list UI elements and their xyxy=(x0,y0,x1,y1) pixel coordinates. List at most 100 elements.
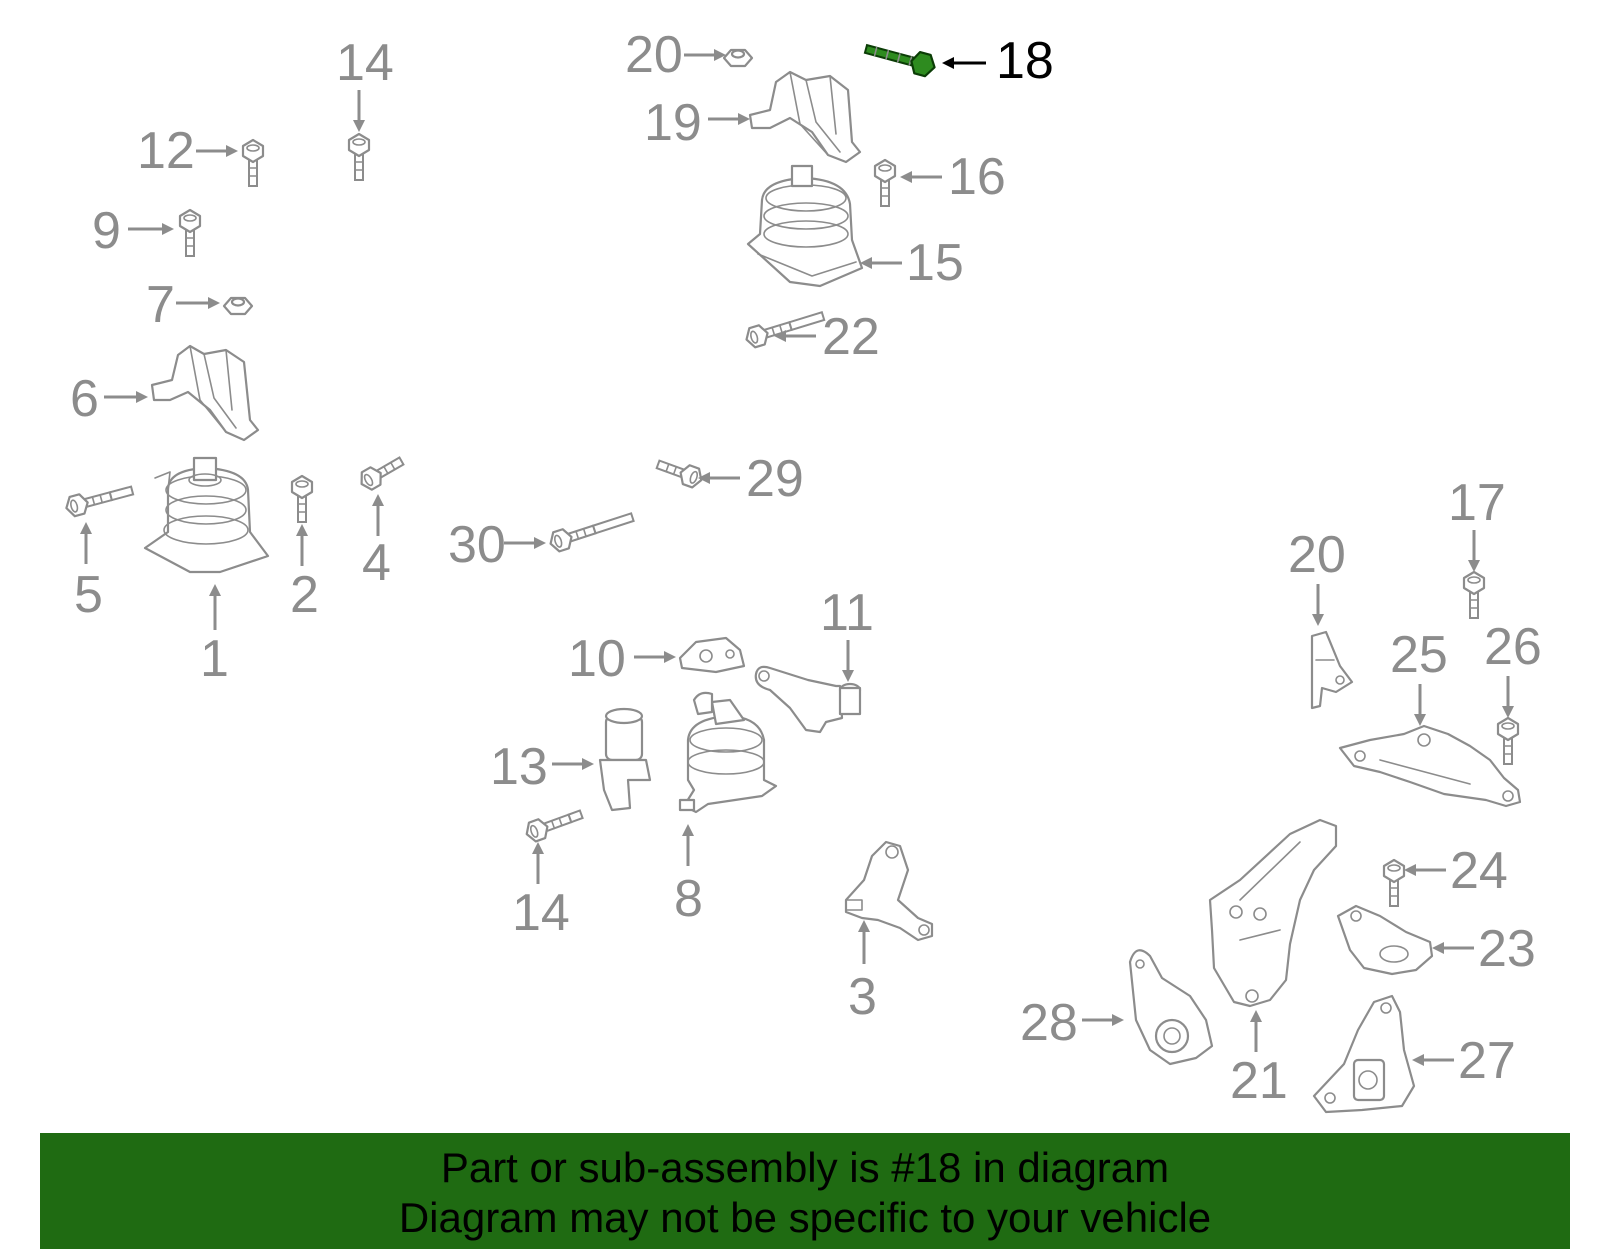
callout-13[interactable]: 13 xyxy=(490,738,594,796)
part-29-mount xyxy=(1128,949,1214,1066)
part-20-bracket xyxy=(1310,630,1354,710)
svg-text:14: 14 xyxy=(512,884,570,942)
callout-9[interactable]: 9 xyxy=(92,202,174,260)
svg-text:7: 7 xyxy=(146,276,175,334)
svg-text:11: 11 xyxy=(820,584,874,642)
callout-16[interactable]: 16 xyxy=(900,148,1006,206)
svg-text:18: 18 xyxy=(996,32,1054,90)
callout-8[interactable]: 8 xyxy=(674,824,703,928)
callout-28[interactable]: 27 xyxy=(1412,1032,1516,1090)
part-24-mount xyxy=(1336,904,1434,976)
part-3-bracket xyxy=(844,840,934,942)
part-10-bracket xyxy=(678,636,746,674)
part-12-bolt xyxy=(241,138,265,188)
svg-text:9: 9 xyxy=(92,202,121,260)
svg-text:20: 20 xyxy=(625,26,683,84)
part-4-bolt xyxy=(355,451,408,494)
part-2-bolt xyxy=(290,474,314,524)
callout-14-lower[interactable]: 14 xyxy=(512,842,570,942)
part-14-bolt-lower xyxy=(522,807,584,845)
svg-text:21: 21 xyxy=(1230,1052,1288,1110)
svg-text:17: 17 xyxy=(1448,474,1506,532)
svg-text:23: 23 xyxy=(1478,920,1536,978)
part-30-bolt xyxy=(653,453,706,491)
part-14-bolt-top xyxy=(347,132,371,182)
callout-17[interactable]: 17 xyxy=(1448,474,1506,572)
callout-6[interactable]: 6 xyxy=(70,370,148,428)
callout-2[interactable]: 2 xyxy=(290,524,319,624)
callout-20[interactable]: 19 20 xyxy=(1288,526,1346,626)
svg-text:14: 14 xyxy=(336,34,394,92)
callout-4[interactable]: 4 xyxy=(362,494,391,592)
svg-text:25: 25 xyxy=(1390,626,1448,684)
callout-15[interactable]: 15 xyxy=(860,234,964,292)
svg-text:8: 8 xyxy=(674,870,703,928)
svg-text:29: 29 xyxy=(746,450,804,508)
callout-1[interactable]: 1 xyxy=(200,584,229,688)
callout-7[interactable]: 7 xyxy=(146,276,220,334)
callout-30[interactable]: 29 xyxy=(698,450,804,508)
part-7-nut xyxy=(222,296,254,316)
banner-line-1: Part or sub-assembly is #18 in diagram xyxy=(440,1144,1170,1191)
callout-3[interactable]: 3 xyxy=(848,920,877,1026)
callout-18[interactable]: 18 xyxy=(942,32,1054,90)
part-26-bracket xyxy=(1338,724,1522,808)
svg-text:20: 20 xyxy=(1288,526,1346,584)
part-31-bolt xyxy=(546,512,635,555)
part-1-engine-mount xyxy=(143,456,270,574)
callout-26[interactable]: 25 xyxy=(1390,626,1448,726)
svg-text:15: 15 xyxy=(906,234,964,292)
part-13-mount xyxy=(598,707,652,812)
part-25-bolt xyxy=(1382,858,1406,908)
callout-22[interactable]: 21 xyxy=(1230,1010,1288,1110)
info-banner: Part or sub-assembly is #18 in diagram D… xyxy=(40,1133,1570,1249)
svg-text:13: 13 xyxy=(490,738,548,796)
callout-25[interactable]: 24 xyxy=(1404,842,1508,900)
svg-text:19: 19 xyxy=(644,94,702,152)
part-18-bolt[interactable] xyxy=(863,38,937,78)
svg-text:27: 27 xyxy=(1458,1032,1516,1090)
callout-12[interactable]: 12 xyxy=(137,122,238,180)
part-11-torque-rod xyxy=(754,665,862,734)
part-16-bolt xyxy=(873,158,897,208)
svg-text:6: 6 xyxy=(70,370,99,428)
svg-text:28: 28 xyxy=(1020,994,1078,1052)
callout-24[interactable]: 23 xyxy=(1432,920,1536,978)
callout-10[interactable]: 10 xyxy=(568,630,676,688)
svg-text:30: 30 xyxy=(448,516,506,574)
part-8-engine-mount xyxy=(678,691,778,814)
part-19-bracket xyxy=(748,70,862,164)
svg-text:1: 1 xyxy=(200,630,229,688)
part-15-engine-mount xyxy=(746,164,864,288)
svg-text:16: 16 xyxy=(948,148,1006,206)
callout-31[interactable]: 30 xyxy=(448,516,546,574)
part-5-bolt xyxy=(62,485,135,519)
svg-text:5: 5 xyxy=(74,566,103,624)
part-6-bracket xyxy=(150,344,260,442)
parts-diagram: 14 12 9 7 6 xyxy=(62,26,1542,1114)
svg-text:26: 26 xyxy=(1484,618,1542,676)
callout-11[interactable]: 11 xyxy=(820,584,874,682)
part-22-bracket xyxy=(1208,818,1338,1008)
part-23-bolt xyxy=(742,311,826,351)
svg-text:10: 10 xyxy=(568,630,626,688)
svg-text:22: 22 xyxy=(822,308,880,366)
svg-text:3: 3 xyxy=(848,968,877,1026)
part-17-bolt xyxy=(1462,570,1486,620)
callout-14-top[interactable]: 14 xyxy=(336,34,394,132)
part-27-bolt xyxy=(1496,716,1520,766)
part-21-nut xyxy=(722,48,754,68)
callout-21[interactable]: 20 xyxy=(625,26,726,84)
svg-text:24: 24 xyxy=(1450,842,1508,900)
callout-29[interactable]: 28 xyxy=(1020,994,1124,1052)
banner-line-2: Diagram may not be specific to your vehi… xyxy=(398,1194,1212,1241)
part-28-mount xyxy=(1312,994,1416,1114)
callout-19[interactable]: 19 xyxy=(644,94,750,152)
callout-5[interactable]: 5 xyxy=(74,522,103,624)
callout-23[interactable]: 22 xyxy=(774,308,880,366)
svg-text:12: 12 xyxy=(137,122,195,180)
callout-27[interactable]: 26 xyxy=(1484,618,1542,718)
svg-text:2: 2 xyxy=(290,566,319,624)
part-9-bolt xyxy=(178,208,202,258)
svg-text:4: 4 xyxy=(362,534,391,592)
